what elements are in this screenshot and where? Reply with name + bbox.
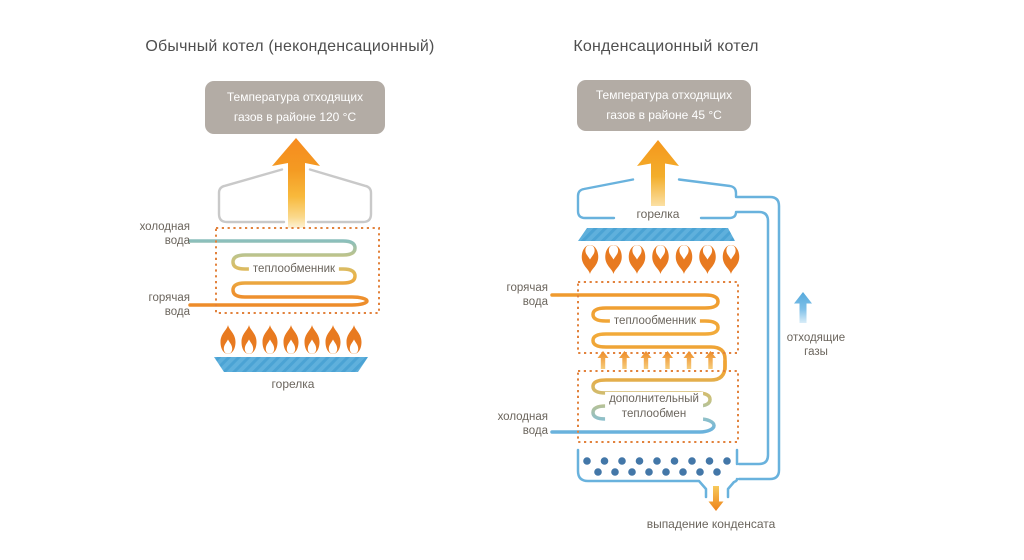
hot-water-label-right: горячая вода (506, 282, 548, 309)
condensate-tray (576, 448, 739, 499)
condensate-drops (583, 457, 731, 476)
right-hood (576, 178, 738, 220)
additional-exchanger-label: дополнительный теплообмен (605, 392, 703, 422)
left-flue-arrow-icon (272, 138, 320, 228)
right-lower-coil (550, 359, 727, 434)
left-burner-bar (214, 357, 368, 372)
left-exchanger-dashed-box (215, 227, 380, 314)
right-flue-temp-box: Температура отходящих газов в районе 45 … (577, 80, 751, 131)
flue-gases-arrow-icon (794, 292, 812, 323)
cold-water-label-right: холодная вода (497, 411, 548, 438)
right-burner-bar (578, 228, 735, 241)
heat-flow-arrows (597, 351, 716, 369)
left-flames (220, 325, 362, 354)
hot-water-label-left: горячая вода (148, 292, 190, 319)
burner-label-left: горелка (271, 377, 315, 391)
right-upper-coil (550, 293, 727, 371)
left-hood (217, 168, 373, 224)
right-boiler-title: Конденсационный котел (573, 38, 759, 55)
left-coil (188, 239, 369, 307)
cold-water-label-left: холодная вода (139, 221, 190, 248)
right-boiler-graphic (550, 140, 812, 511)
flue-gases-label: отходящие газы (786, 332, 846, 359)
flue-pipe (735, 195, 781, 481)
left-boiler-graphic (188, 138, 380, 372)
heat-exchanger-label-left: теплообменник (248, 262, 340, 277)
left-boiler-title: Обычный котел (неконденсационный) (145, 38, 435, 55)
condensate-arrow-icon (708, 486, 724, 511)
burner-label-right: горелка (636, 207, 680, 221)
condensate-label: выпадение конденсата (646, 517, 776, 531)
right-flue-arrow-icon (637, 140, 679, 206)
left-flue-temp-box: Температура отходящих газов в районе 120… (205, 81, 385, 134)
heat-exchanger-label-right: теплообменник (609, 314, 701, 329)
right-flames (581, 245, 740, 274)
